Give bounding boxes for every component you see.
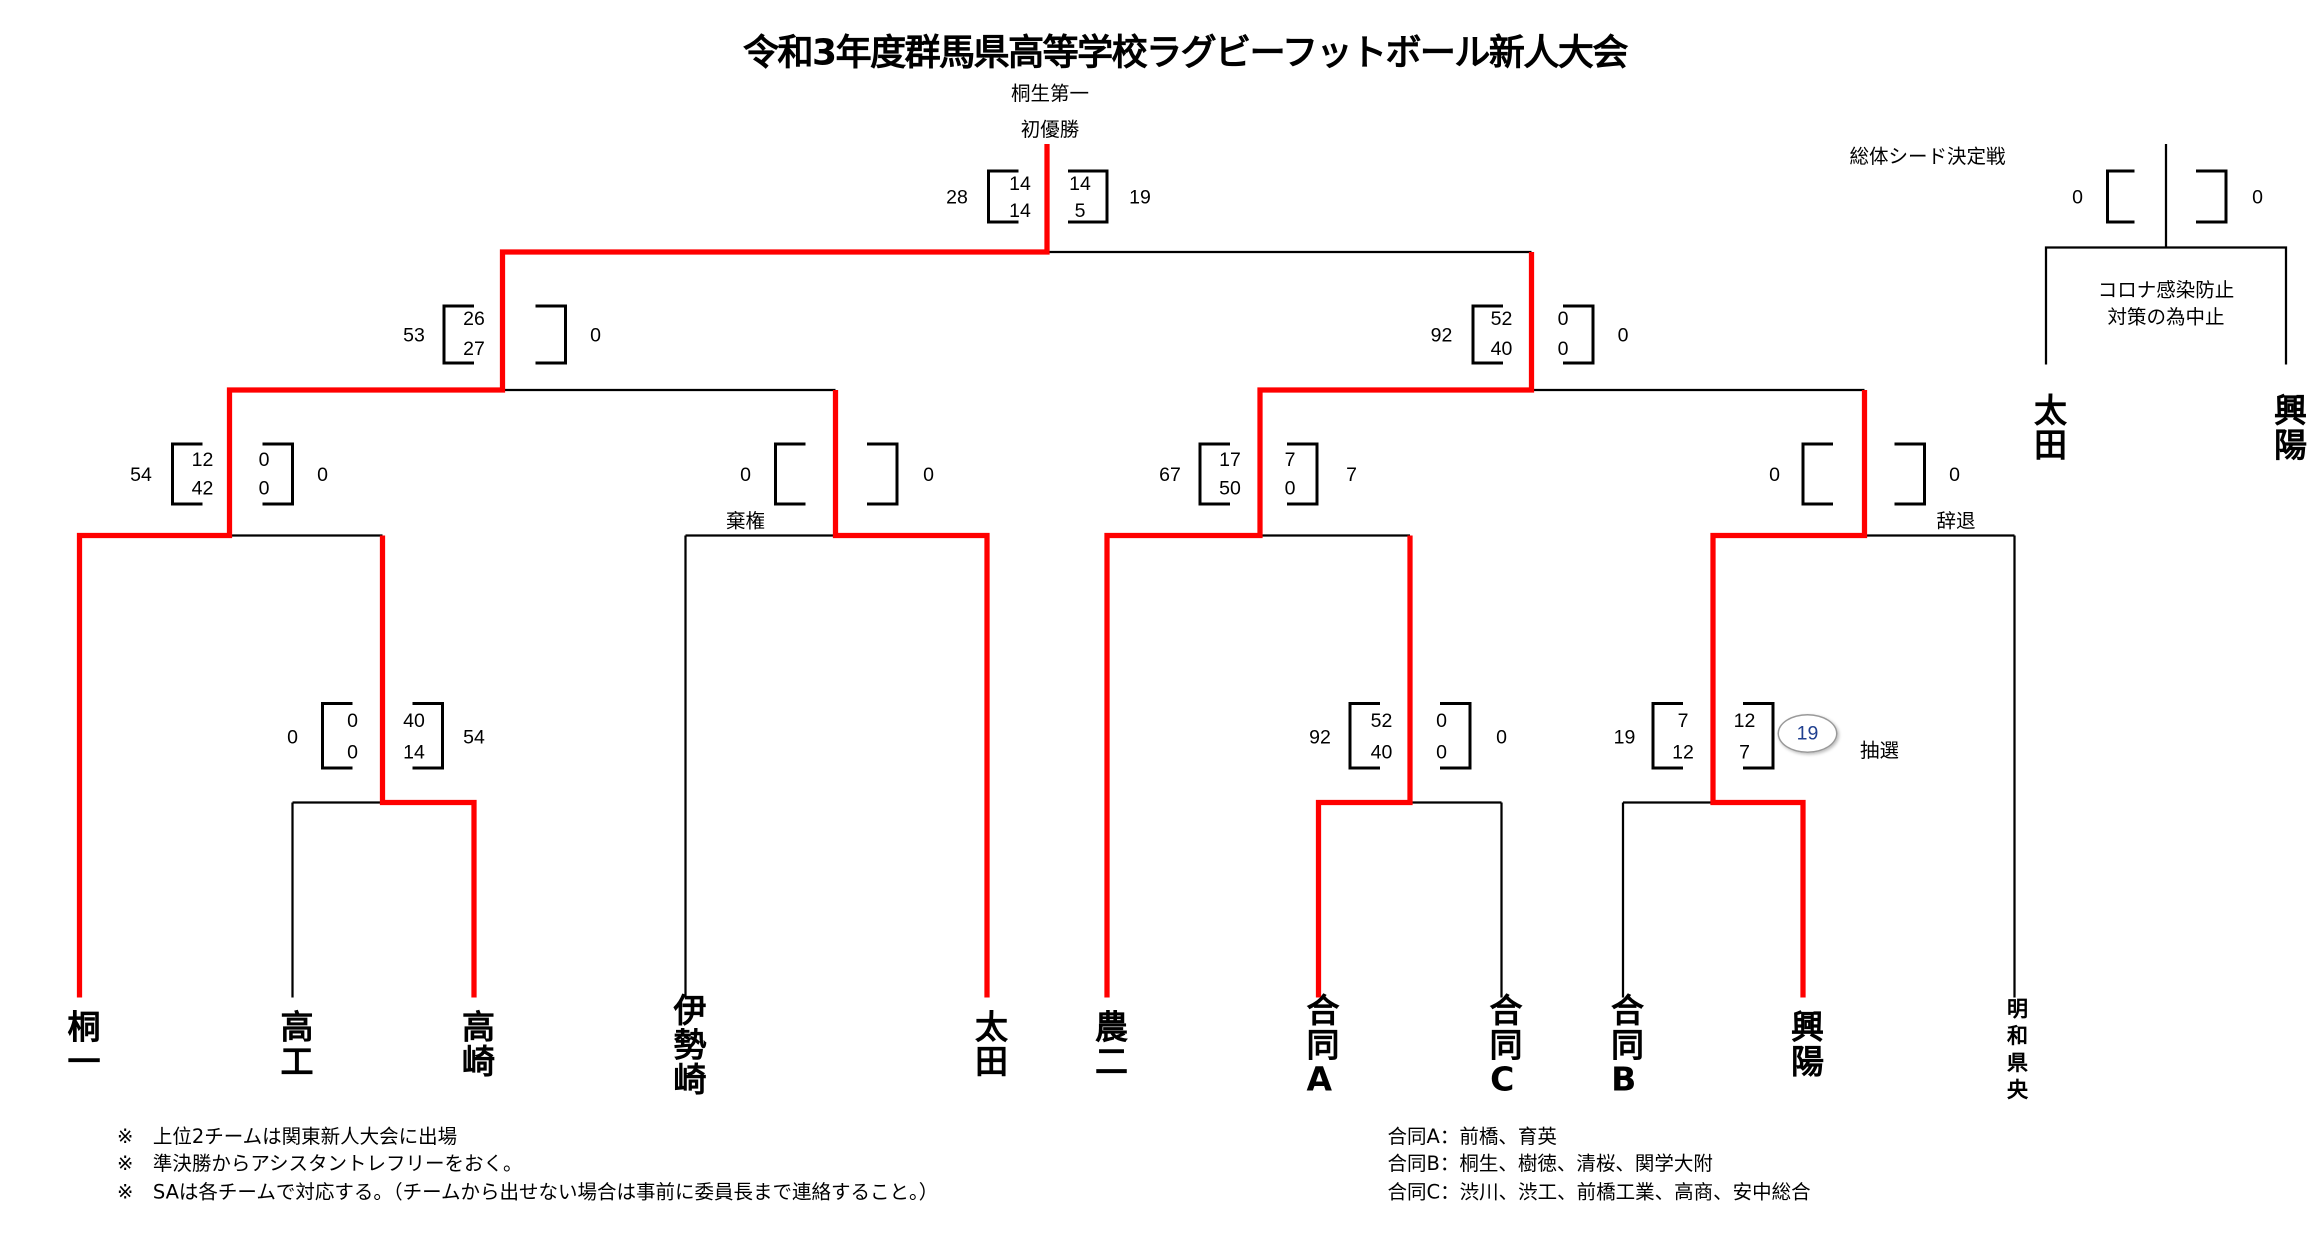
- qf4-left-total: 0: [1769, 462, 1780, 486]
- seed-match-title: 総体シード決定戦: [1849, 146, 2006, 169]
- r1b-left-total: 92: [1309, 725, 1331, 748]
- champion-label: 初優勝: [1020, 119, 1080, 142]
- final-left-half1: 14: [1009, 171, 1031, 195]
- lottery-score-circle: 19: [1777, 714, 1838, 753]
- semi-right-right-half2: 0: [1557, 336, 1569, 360]
- seed-team-name: 興陽: [2268, 393, 2306, 462]
- semi-right-right-half1: 0: [1557, 306, 1569, 330]
- qf3-right-total: 7: [1346, 462, 1357, 486]
- page-title: 令和3年度群馬県高等学校ラグビーフットボール新人大会: [743, 31, 1628, 74]
- team-name: 桐一: [61, 1009, 100, 1079]
- seed-cancel-line2: 対策の為中止: [2107, 306, 2225, 330]
- qf3-left-half2: 50: [1219, 476, 1241, 499]
- team-name: 高崎: [456, 1009, 494, 1079]
- team-name: 合同A: [1300, 993, 1339, 1101]
- r1a-left-half1: 0: [347, 708, 358, 732]
- qf1-right-half1: 0: [258, 447, 270, 471]
- note-line: ※ 準決勝からアシスタントレフリーをおく。: [117, 1153, 523, 1176]
- black-lines: [229, 144, 2288, 998]
- semi-left-left-total: 53: [403, 323, 425, 346]
- team-name: 合同B: [1605, 993, 1643, 1101]
- qf1-left-half2: 42: [191, 476, 214, 499]
- qf3-left-half1: 17: [1219, 447, 1241, 471]
- r1c-left-half1: 7: [1677, 708, 1689, 732]
- qf2-forfeit-note: 棄権: [725, 510, 766, 534]
- r1b-left-half2: 40: [1370, 740, 1393, 763]
- qf3-right-half2: 0: [1284, 476, 1296, 499]
- champion-team: 桐生第一: [1010, 83, 1090, 106]
- qf3-right-half1: 7: [1284, 447, 1296, 471]
- semi-left-right-total: 0: [590, 323, 601, 346]
- semi-right-left-half1: 52: [1490, 306, 1513, 330]
- joint-team-line: 合同C：渋川、渋工、前橋工業、高商、安中総合: [1387, 1182, 1811, 1205]
- r1c-right-half1: 12: [1733, 708, 1756, 732]
- r1b-right-half1: 0: [1436, 708, 1447, 732]
- qf1-left-half1: 12: [191, 447, 214, 471]
- team-name: 太田: [969, 1009, 1007, 1079]
- team-name: 高工: [274, 1009, 313, 1079]
- r1b-right-total: 0: [1496, 725, 1507, 748]
- team-name: 伊勢崎: [667, 993, 706, 1097]
- r1a-right-half2: 14: [403, 740, 425, 763]
- joint-team-line: 合同B：桐生、樹徳、清桜、関学大附: [1387, 1153, 1713, 1176]
- seed-left-total: 0: [2072, 185, 2083, 208]
- score-brackets: [171, 169, 2228, 770]
- qf2-left-total: 0: [740, 462, 751, 486]
- semi-left-left-half1: 26: [463, 306, 485, 330]
- team-name: 農二: [1089, 1009, 1127, 1079]
- final-right-half1: 14: [1069, 171, 1091, 195]
- seed-cancel-line1: コロナ感染防止: [2097, 279, 2235, 303]
- r1b-left-half1: 52: [1370, 708, 1393, 732]
- final-right-half2: 5: [1074, 198, 1086, 222]
- r1a-right-total: 54: [463, 725, 485, 748]
- r1c-left-total: 19: [1613, 725, 1636, 748]
- semi-right-right-total: 0: [1617, 323, 1629, 346]
- qf1-left-total: 54: [130, 462, 152, 486]
- final-right-total: 19: [1129, 185, 1151, 208]
- team-name: 興陽: [1785, 1009, 1823, 1079]
- qf1-right-half2: 0: [258, 476, 270, 499]
- r1a-left-half2: 0: [347, 740, 358, 763]
- final-left-total: 28: [946, 185, 968, 208]
- r1c-right-half2: 7: [1739, 740, 1750, 763]
- r1b-right-half2: 0: [1436, 740, 1447, 763]
- team-name: 合同C: [1483, 993, 1522, 1101]
- semi-right-left-total: 92: [1430, 323, 1453, 346]
- r1a-left-total: 0: [287, 725, 298, 748]
- semi-right-left-half2: 40: [1490, 336, 1513, 360]
- seed-team-name: 太田: [2028, 393, 2066, 462]
- winner-path-lines: [76, 144, 1868, 998]
- qf1-right-total: 0: [317, 462, 328, 486]
- qf4-right-total: 0: [1949, 462, 1960, 486]
- qf2-right-total: 0: [923, 462, 934, 486]
- lottery-label: 抽選: [1859, 740, 1900, 763]
- r1a-right-half1: 40: [403, 708, 425, 732]
- team-name: 明和県央: [2004, 997, 2028, 1106]
- qf4-withdraw-note: 辞退: [1936, 510, 1976, 534]
- final-left-half2: 14: [1009, 198, 1031, 222]
- r1c-left-half2: 12: [1672, 740, 1694, 763]
- seed-right-total: 0: [2252, 185, 2263, 208]
- semi-left-left-half2: 27: [463, 336, 485, 360]
- note-line: ※ 上位2チームは関東新人大会に出場: [117, 1126, 458, 1149]
- joint-team-line: 合同A：前橋、育英: [1387, 1126, 1557, 1149]
- qf3-left-total: 67: [1159, 462, 1181, 486]
- note-line: ※ SAは各チームで対応する。（チームから出せない場合は事前に委員長まで連絡する…: [117, 1182, 939, 1205]
